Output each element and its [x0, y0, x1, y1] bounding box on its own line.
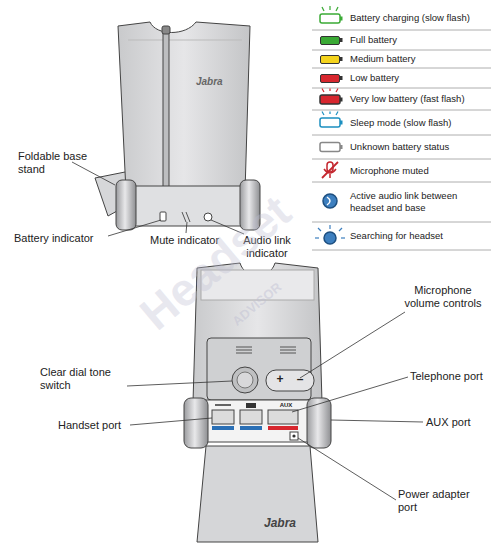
battery-swatch	[320, 74, 340, 83]
part-label: Foldable base stand	[18, 150, 100, 175]
legend-text: Medium battery	[350, 53, 490, 65]
part-label: Power adapter port	[398, 488, 482, 513]
part-label: Microphone volume controls	[398, 284, 488, 309]
legend-text: Unknown battery status	[350, 141, 490, 153]
legend-text: Searching for headset	[350, 230, 490, 242]
part-label: Handset port	[58, 419, 138, 432]
legend-text: Low battery	[350, 72, 490, 84]
legend-grid	[312, 30, 491, 250]
part-label: Clear dial tone switch	[40, 366, 132, 391]
button-sign: +	[274, 373, 286, 387]
battery-swatch	[320, 55, 340, 64]
legend-icons	[315, 6, 345, 244]
brand-logo: Jabra	[196, 76, 236, 88]
legend-text: Battery charging (slow flash)	[350, 12, 490, 24]
part-label: Telephone port	[410, 370, 490, 383]
legend-text: Sleep mode (slow flash)	[350, 117, 490, 129]
brand-logo: Jabra	[264, 517, 308, 531]
legend-text: Microphone muted	[350, 165, 490, 177]
leader-lines	[127, 312, 423, 500]
part-label: AUX port	[426, 416, 488, 429]
part-label: Battery indicator	[14, 232, 114, 245]
base-top-view	[95, 22, 260, 230]
port-label: AUX	[274, 402, 298, 409]
battery-swatch	[320, 36, 340, 45]
legend-text: Full battery	[350, 34, 490, 46]
button-sign: –	[294, 373, 306, 387]
legend-text: Very low battery (fast flash)	[350, 93, 490, 105]
legend-text: Active audio link between headset and ba…	[350, 190, 470, 214]
